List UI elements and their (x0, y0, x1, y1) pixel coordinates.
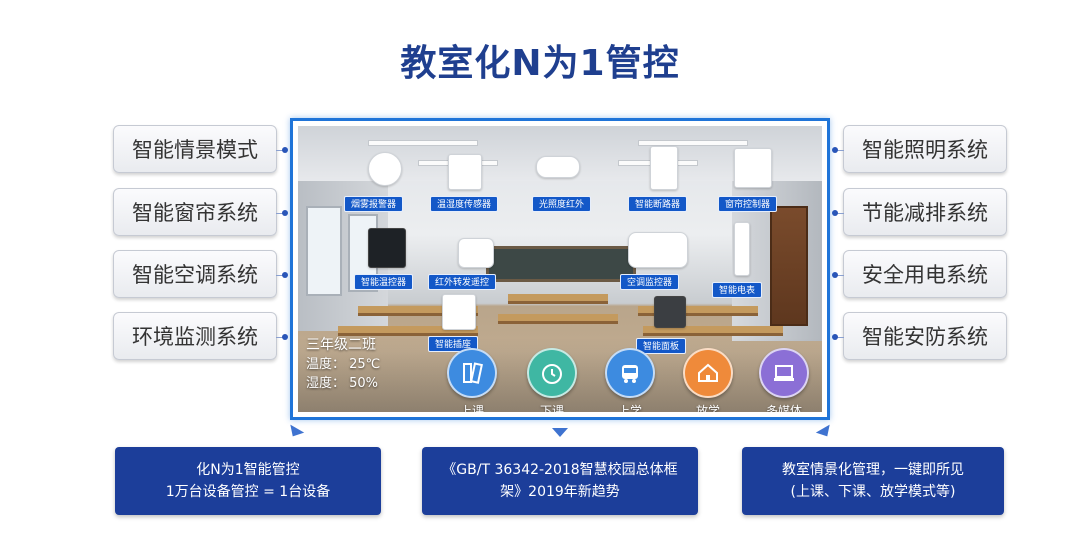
mode-label: 下课 (524, 402, 580, 412)
info-line: 1万台设备管控 = 1台设备 (166, 481, 330, 503)
connector-dot (832, 147, 838, 153)
ac-monitor-icon (628, 232, 688, 268)
smoke-detector-icon (368, 152, 402, 186)
device-label: 烟雾报警器 (344, 196, 403, 212)
device-label: 光照度红外 (532, 196, 591, 212)
system-button-scene-mode[interactable]: 智能情景模式 (113, 125, 277, 173)
device-label: 空调监控器 (620, 274, 679, 290)
mode-button-dismiss[interactable]: 放学 (680, 348, 736, 412)
curtain-controller-icon (734, 148, 772, 188)
laptop-icon (759, 348, 809, 398)
connector-dot (832, 210, 838, 216)
down-arrow-icon (552, 428, 568, 437)
mode-label: 放学 (680, 402, 736, 412)
temperature-readout: 温度： 25℃ (306, 355, 380, 374)
book-icon (447, 348, 497, 398)
system-button-environment[interactable]: 环境监测系统 (113, 312, 277, 360)
door (770, 206, 808, 326)
info-line: (上课、下课、放学模式等) (791, 481, 956, 503)
system-button-label: 智能安防系统 (862, 321, 988, 351)
device-label: 智能电表 (712, 282, 762, 298)
system-button-label: 智能照明系统 (862, 134, 988, 164)
device-label: 智能温控器 (354, 274, 413, 290)
info-box-scene-management: 教室情景化管理，一键即所见 (上课、下课、放学模式等) (742, 447, 1004, 515)
smart-socket-icon (442, 294, 476, 330)
system-button-label: 智能空调系统 (132, 259, 258, 289)
device-label: 智能断路器 (628, 196, 687, 212)
house-icon (683, 348, 733, 398)
info-box-control: 化N为1智能管控 1万台设备管控 = 1台设备 (115, 447, 381, 515)
system-button-curtain[interactable]: 智能窗帘系统 (113, 188, 277, 236)
system-button-aircon[interactable]: 智能空调系统 (113, 250, 277, 298)
device-label: 温湿度传感器 (430, 196, 498, 212)
mode-button-class[interactable]: 上课 (444, 348, 500, 412)
alarm-clock-icon (527, 348, 577, 398)
connector-dot (832, 334, 838, 340)
system-button-lighting[interactable]: 智能照明系统 (843, 125, 1007, 173)
system-button-label: 节能减排系统 (862, 197, 988, 227)
info-line: 教室情景化管理，一键即所见 (782, 459, 964, 481)
system-button-energy[interactable]: 节能减排系统 (843, 188, 1007, 236)
mode-label: 上课 (444, 402, 500, 412)
class-name: 三年级二班 (306, 336, 380, 355)
mode-label: 上学 (602, 402, 658, 412)
system-button-label: 环境监测系统 (132, 321, 258, 351)
device-label: 红外转发遥控 (428, 274, 496, 290)
system-button-label: 智能窗帘系统 (132, 197, 258, 227)
mode-button-break[interactable]: 下课 (524, 348, 580, 412)
system-button-security[interactable]: 智能安防系统 (843, 312, 1007, 360)
classroom-scene: 烟雾报警器 温湿度传感器 光照度红外 智能断路器 窗帘控制器 智能温控器 红外转… (298, 126, 822, 412)
info-box-standard: 《GB/T 36342-2018智慧校园总体框 架》2019年新趋势 (422, 447, 698, 515)
page-title: 教室化N为1管控 (0, 34, 1080, 86)
down-arrow-icon (286, 425, 304, 441)
system-button-electric-safety[interactable]: 安全用电系统 (843, 250, 1007, 298)
system-button-label: 安全用电系统 (862, 259, 988, 289)
info-line: 化N为1智能管控 (196, 459, 299, 481)
humidity-readout: 湿度： 50% (306, 374, 380, 393)
device-label: 窗帘控制器 (718, 196, 777, 212)
classroom-info: 三年级二班 温度： 25℃ 湿度： 50% (306, 336, 380, 393)
smart-meter-icon (734, 222, 750, 276)
ir-remote-icon (458, 238, 494, 268)
connector-dot (282, 334, 288, 340)
mode-label: 多媒体 (756, 402, 812, 412)
blackboard (486, 246, 636, 282)
connector-dot (832, 272, 838, 278)
school-bus-icon (605, 348, 655, 398)
smart-panel-icon (654, 296, 686, 328)
thermostat-icon (368, 228, 406, 268)
info-line: 架》2019年新趋势 (500, 481, 620, 503)
light-sensor-icon (536, 156, 580, 178)
connector-dot (282, 147, 288, 153)
down-arrow-icon (816, 425, 834, 441)
mode-button-arrive[interactable]: 上学 (602, 348, 658, 412)
circuit-breaker-icon (650, 146, 678, 190)
classroom-panel: 烟雾报警器 温湿度传感器 光照度红外 智能断路器 窗帘控制器 智能温控器 红外转… (290, 118, 830, 420)
window (306, 206, 342, 296)
connector-dot (282, 210, 288, 216)
info-line: 《GB/T 36342-2018智慧校园总体框 (442, 459, 677, 481)
humidity-sensor-icon (448, 154, 482, 190)
mode-button-multimedia[interactable]: 多媒体 (756, 348, 812, 412)
connector-dot (282, 272, 288, 278)
system-button-label: 智能情景模式 (132, 134, 258, 164)
